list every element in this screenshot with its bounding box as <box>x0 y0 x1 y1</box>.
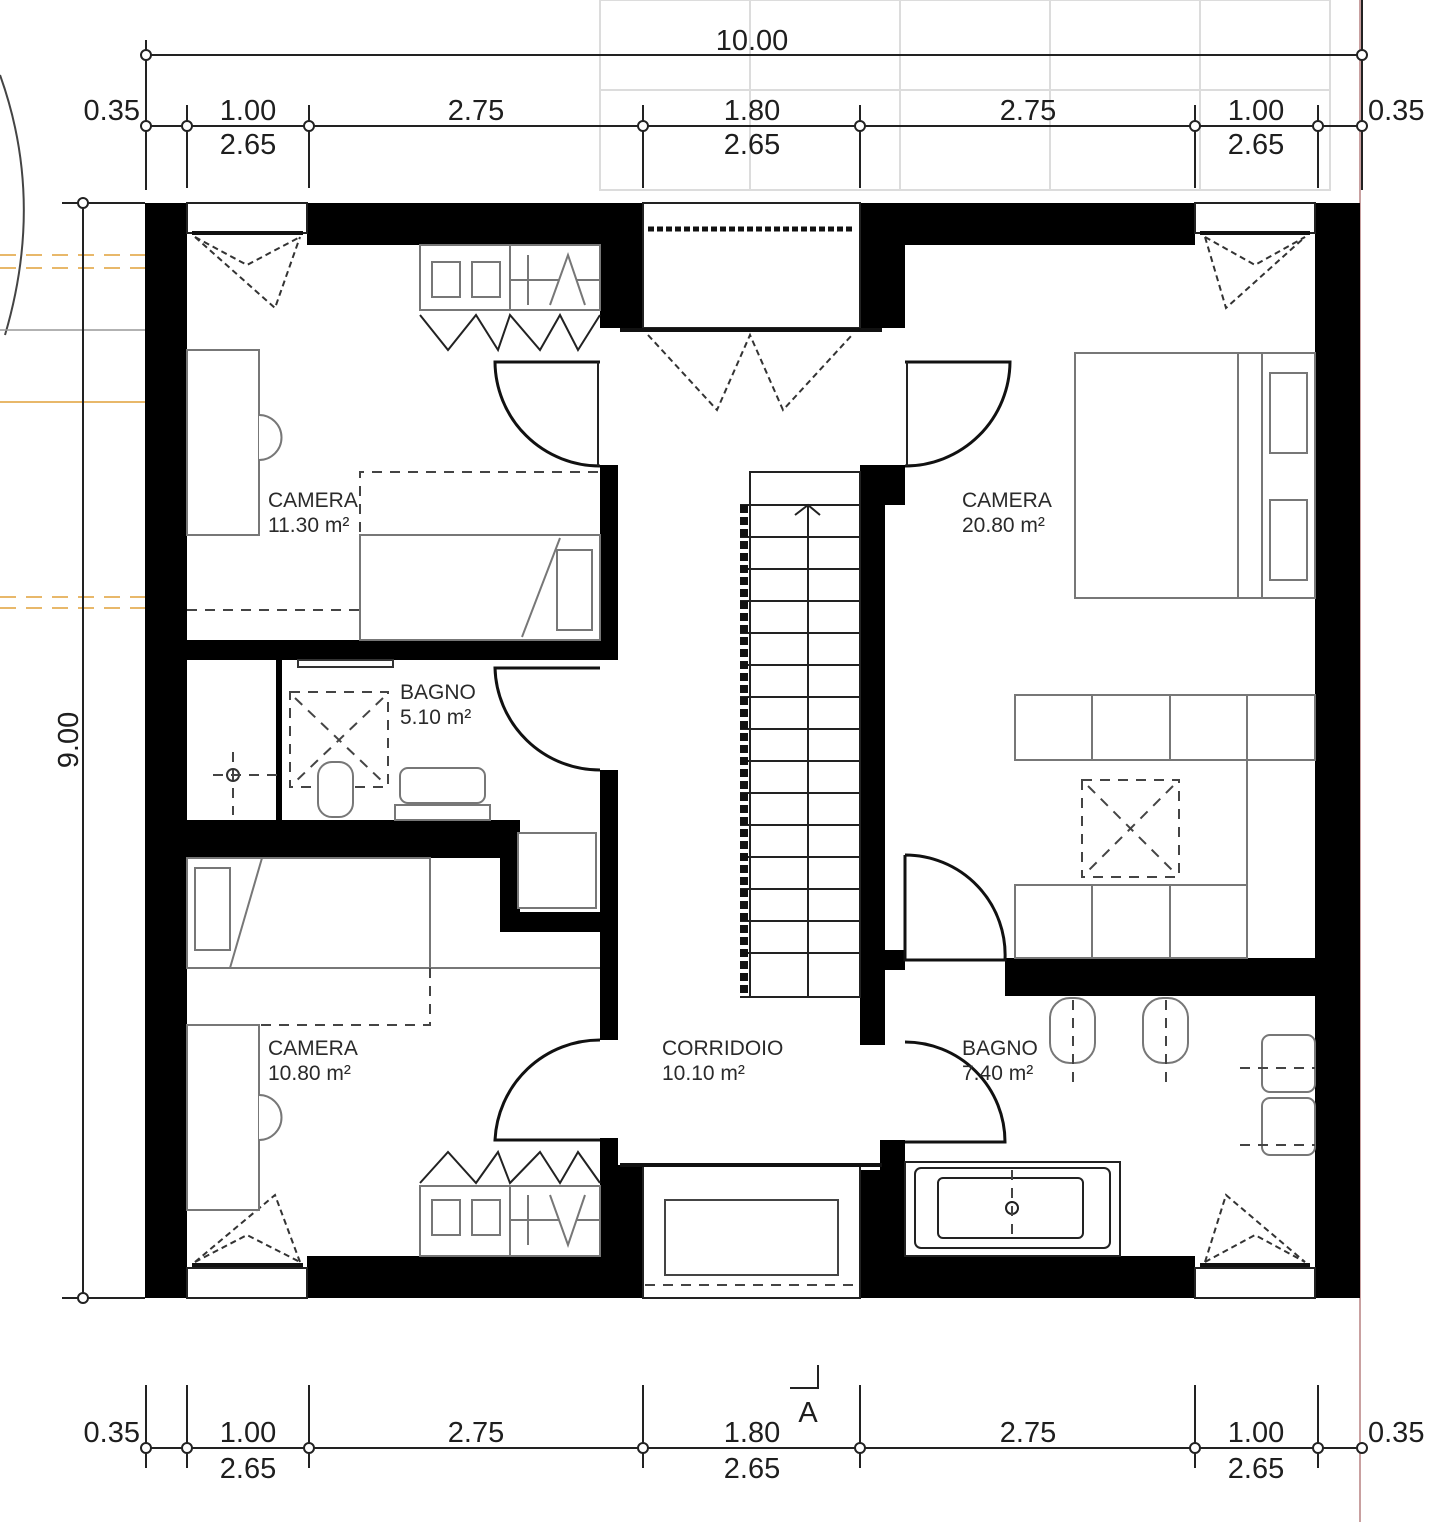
dim-bottom-6: 1.00 <box>1228 1417 1284 1449</box>
bottom-dimensions <box>140 1365 1368 1468</box>
dim-bottom-sub-2: 2.65 <box>724 1453 780 1485</box>
room-area-camera-2: 10.80 m² <box>268 1062 351 1085</box>
dim-top-7: 0.35 <box>1368 95 1424 127</box>
room-label-camera-2: CAMERA <box>268 1037 358 1060</box>
window-sills <box>192 231 1310 1267</box>
room-area-corridoio: 10.10 m² <box>662 1062 745 1085</box>
walls <box>145 203 1360 1298</box>
room-label-camera-1: CAMERA <box>268 489 358 512</box>
dim-bottom-7: 0.35 <box>1368 1417 1424 1449</box>
windows <box>186 202 1316 1299</box>
dim-top-sub-3: 2.65 <box>1228 129 1284 161</box>
doors <box>493 360 1012 1144</box>
room-area-camera-3: 20.80 m² <box>962 514 1045 537</box>
section-marker-line <box>790 1365 819 1389</box>
dim-top-sub-1: 2.65 <box>220 129 276 161</box>
room-label-camera-3: CAMERA <box>962 489 1052 512</box>
dim-bottom-5: 2.75 <box>1000 1417 1056 1449</box>
dim-bottom-3: 2.75 <box>448 1417 504 1449</box>
dim-bottom-4: 1.80 <box>724 1417 780 1449</box>
room-label-bagno-1: BAGNO <box>400 681 476 704</box>
room-label-corridoio: CORRIDOIO <box>662 1037 783 1060</box>
dim-top-1: 0.35 <box>84 95 140 127</box>
left-guides <box>0 254 145 609</box>
furniture-camera-3 <box>1014 352 1316 959</box>
furniture-camera-1 <box>186 244 601 641</box>
dim-top-5: 2.75 <box>1000 95 1056 127</box>
window-swings <box>194 236 1306 1263</box>
staircase <box>740 471 861 998</box>
dim-top-6: 1.00 <box>1228 95 1284 127</box>
dim-bottom-sub-1: 2.65 <box>220 1453 276 1485</box>
dim-top-2: 1.00 <box>220 95 276 127</box>
dim-bottom-sub-3: 2.65 <box>1228 1453 1284 1485</box>
furniture-bagno-1 <box>213 659 597 909</box>
dim-top-3: 2.75 <box>448 95 504 127</box>
room-area-camera-1: 11.30 m² <box>268 514 349 537</box>
site-arc <box>0 74 25 336</box>
room-area-bagno-1: 5.10 m² <box>400 706 471 729</box>
left-dimension <box>62 197 145 1304</box>
furniture-bagno-2 <box>904 997 1316 1257</box>
section-marker-label: A <box>798 1397 818 1429</box>
dim-top-sub-2: 2.65 <box>724 129 780 161</box>
dim-left-total: 9.00 <box>53 712 85 768</box>
dim-bottom-1: 0.35 <box>84 1417 140 1449</box>
dim-top-4: 1.80 <box>724 95 780 127</box>
room-label-bagno-2: BAGNO <box>962 1037 1038 1060</box>
dim-top-total: 10.00 <box>716 25 789 57</box>
dim-bottom-2: 1.00 <box>220 1417 276 1449</box>
furniture-camera-2 <box>186 857 601 1257</box>
top-dimensions <box>140 0 1368 190</box>
background-grid <box>599 0 1331 191</box>
room-area-bagno-2: 7.40 m² <box>962 1062 1033 1085</box>
